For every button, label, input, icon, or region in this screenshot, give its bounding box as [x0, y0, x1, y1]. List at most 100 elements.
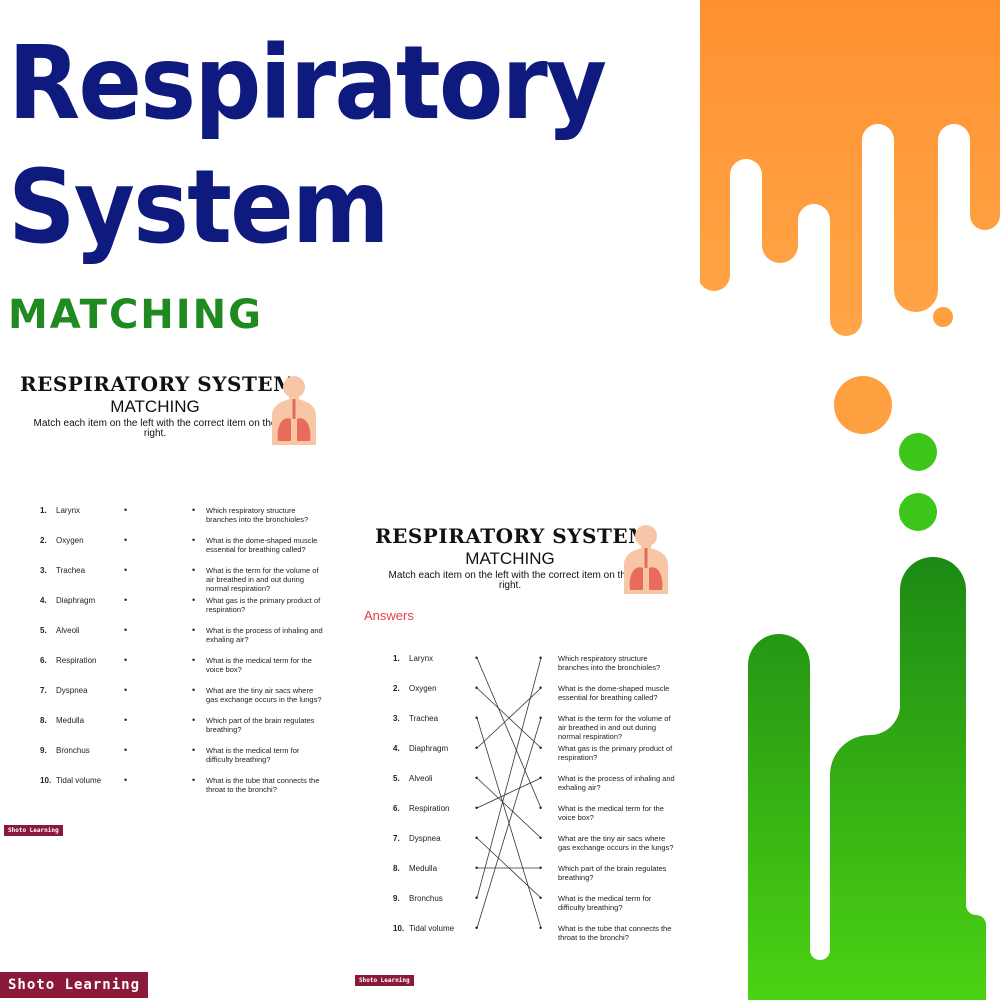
term-dot: • [475, 743, 479, 753]
item-term: Tidal volume [56, 776, 102, 785]
list-item: 10.Tidal volume••What is the tube that c… [393, 923, 693, 954]
list-item: 8.Medulla••Which part of the brain regul… [393, 863, 693, 894]
answer-dot: • [539, 893, 543, 903]
list-item: 5.Alveoli••What is the process of inhali… [40, 625, 340, 656]
list-item: 4. Diaphragm • • What gas is the primary pro… [40, 595, 340, 626]
item-question: What are the tiny air sacs where gas exc… [206, 686, 322, 704]
list-item: 3.Trachea••What is the term for the volu… [393, 713, 693, 744]
item-term: Dyspnea [409, 834, 441, 843]
answer-dot: • [539, 863, 543, 873]
item-question: What is the tube that connects the throa… [558, 924, 672, 942]
answer-dot: • [192, 595, 196, 605]
item-term: Oxygen [409, 684, 437, 693]
item-question: What is the process of inhaling and exha… [206, 626, 323, 644]
term-dot: • [475, 713, 479, 723]
term-dot: • [475, 893, 479, 903]
item-question: What gas is the primary product of respi… [206, 596, 321, 614]
term-dot: • [124, 685, 128, 695]
answer-sheet-title: RESPIRATORY SYSTEM [375, 524, 651, 548]
item-term: Trachea [56, 566, 86, 575]
lungs-icon [624, 525, 668, 594]
list-item: 6.Respiration••What is the medical term … [393, 803, 693, 834]
item-number: 8. [393, 864, 400, 873]
green-dot-1 [899, 433, 937, 471]
list-item: 7.Dyspnea••What are the tiny air sacs wh… [393, 833, 693, 864]
item-number: 7. [40, 686, 47, 695]
item-number: 2. [393, 684, 400, 693]
page-title: Respiratory System [8, 22, 607, 270]
answer-dot: • [539, 923, 543, 933]
item-term: Dyspnea [56, 686, 88, 695]
term-dot: • [475, 833, 479, 843]
list-item: 10.Tidal volume••What is the tube that c… [40, 775, 340, 806]
list-item: 7. Dyspnea • • What are the tiny air sacs wh… [40, 685, 340, 716]
item-question: Which respiratory structure branches int… [558, 654, 661, 672]
item-term: Medulla [409, 864, 438, 873]
list-item: 9.Bronchus••What is the medical term for… [40, 745, 340, 776]
item-term: Bronchus [56, 746, 90, 755]
list-item: 4.Diaphragm••What gas is the primary pro… [393, 743, 693, 774]
answer-lines [476, 657, 542, 929]
answer-dot: • [539, 833, 543, 843]
item-question: What gas is the primary product of respi… [558, 744, 673, 762]
worksheet-title: RESPIRATORY SYSTEM [20, 372, 296, 396]
term-dot: • [124, 505, 128, 515]
item-question: What is the medical term for difficulty … [558, 894, 652, 912]
item-term: Diaphragm [409, 744, 449, 753]
item-term: Trachea [409, 714, 439, 723]
item-term: Medulla [56, 716, 85, 725]
term-dot: • [124, 595, 128, 605]
answer-sheet-brand: Shoto Learning [355, 975, 414, 986]
green-drip [748, 557, 986, 1000]
worksheet: RESPIRATORY SYSTEM MATCHING Match each i… [0, 360, 360, 850]
item-number: 5. [40, 626, 47, 635]
item-number: 3. [393, 714, 400, 723]
item-question: What is the term for the volume of air b… [206, 566, 319, 593]
item-term: Respiration [56, 656, 97, 665]
page-subtitle: MATCHING [8, 292, 263, 338]
answer-dot: • [539, 803, 543, 813]
list-item: 9.Bronchus••What is the medical term for… [393, 893, 693, 924]
footer-brand: Shoto Learning [0, 972, 149, 998]
item-question: What is the medical term for difficulty … [206, 746, 300, 764]
item-number: 9. [40, 746, 47, 755]
answer-dot: • [192, 775, 196, 785]
answer-dot: • [539, 713, 543, 723]
item-number: 1. [40, 506, 47, 515]
term-dot: • [475, 773, 479, 783]
answer-dot: • [192, 685, 196, 695]
answer-sheet-instructions: Match each item on the left with the cor… [388, 570, 632, 591]
item-number: 7. [393, 834, 400, 843]
list-item: 6.Respiration••What is the medical term … [40, 655, 340, 686]
term-dot: • [124, 535, 128, 545]
match-line [476, 777, 542, 839]
list-item: 1.Larynx••Which respiratory structure br… [40, 505, 340, 536]
answer-dot: • [539, 773, 543, 783]
item-number: 3. [40, 566, 47, 575]
term-dot: • [124, 775, 128, 785]
green-dot-2 [899, 493, 937, 531]
decorative-drips [700, 0, 1000, 1000]
worksheet-instructions: Match each item on the left with the cor… [33, 418, 277, 439]
worksheet-brand: Shoto Learning [4, 825, 63, 836]
item-term: Alveoli [56, 626, 80, 635]
answers-label: Answers [364, 608, 414, 623]
match-line [476, 777, 542, 809]
list-item: 8.Medulla••Which part of the brain regul… [40, 715, 340, 746]
list-item: 2.Oxygen••What is the dome-shaped muscle… [40, 535, 340, 566]
match-line [476, 717, 542, 929]
term-dot: • [124, 715, 128, 725]
answer-dot: • [192, 715, 196, 725]
orange-dot-large [834, 376, 892, 434]
item-term: Diaphragm [56, 596, 96, 605]
answer-dot: • [192, 565, 196, 575]
item-term: Larynx [56, 506, 81, 515]
answer-sheet-header: RESPIRATORY SYSTEM MATCHING Match each i… [375, 524, 651, 591]
item-number: 4. [40, 596, 47, 605]
answer-dot: • [192, 745, 196, 755]
answer-dot: • [539, 743, 543, 753]
list-item: 1.Larynx••Which respiratory structure br… [393, 653, 693, 684]
item-number: 5. [393, 774, 400, 783]
item-term: Tidal volume [409, 924, 455, 933]
item-number: 6. [393, 804, 400, 813]
